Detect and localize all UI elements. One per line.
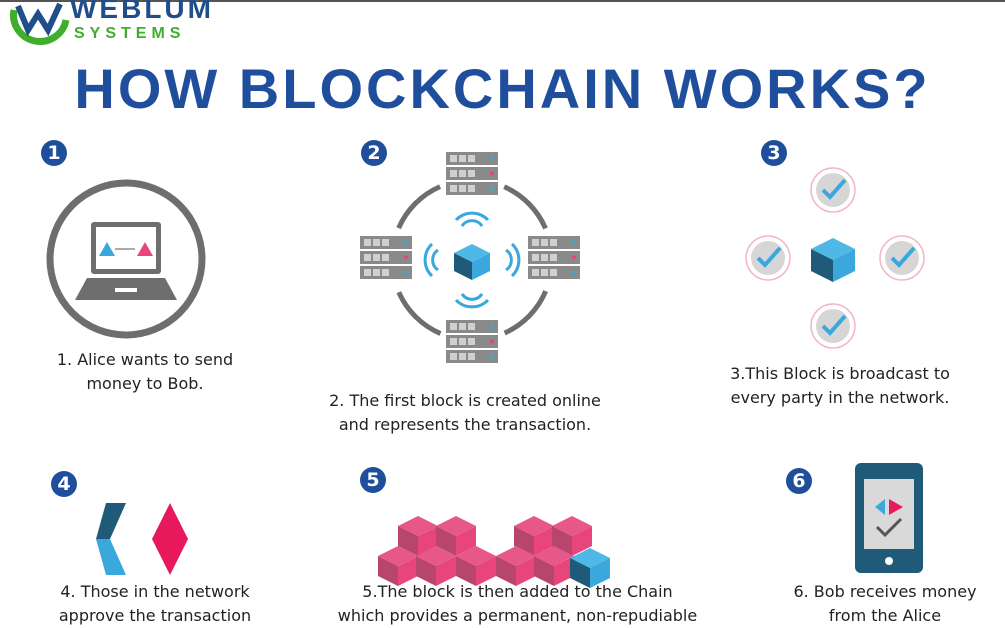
check-circle-icon [745, 235, 791, 281]
step-number-6: 6 [786, 468, 812, 494]
broadcast-check-icon [745, 167, 925, 349]
phone-icon [855, 463, 923, 573]
chain-block-icon [552, 516, 592, 556]
server-icon [446, 152, 498, 195]
caption-line: 6. Bob receives money [793, 582, 977, 601]
step-number-4: 4 [51, 471, 77, 497]
block-cube-icon [454, 244, 490, 280]
step-number-3: 3 [761, 140, 787, 166]
check-circle-icon [879, 235, 925, 281]
chain-block-icon [496, 546, 536, 586]
chain-block-icon [456, 546, 496, 586]
step-3-caption: 3.This Block is broadcast to every party… [690, 362, 990, 410]
caption-line: approve the transaction [58, 606, 252, 625]
caption-line: every party in the network. [730, 388, 950, 407]
block-cube-icon [811, 238, 855, 282]
server-icon [446, 320, 498, 363]
server-icon [360, 236, 412, 279]
logo-text-systems: SYSTEMS [74, 25, 186, 42]
top-border [0, 0, 1005, 2]
caption-line: 1. Alice wants to send [56, 350, 234, 369]
step-number-2: 2 [361, 140, 387, 166]
step-number-5: 5 [360, 467, 386, 493]
logo-text-weblum: WEBLUM [70, 0, 214, 24]
caption-line: 5.The block is then added to the Chain [362, 582, 673, 601]
page-title: HOW BLOCKCHAIN WORKS? [74, 57, 931, 120]
step-5-caption: 5.The block is then added to the Chain w… [300, 580, 735, 628]
weblum-logo-icon [10, 2, 70, 45]
step-1-caption: 1. Alice wants to send money to Bob. [10, 348, 280, 396]
caption-line: from the Alice [828, 606, 942, 625]
step-4-caption: 4. Those in the network approve the tran… [15, 580, 295, 628]
caption-line: which provides a permanent, non-repudiab… [337, 606, 698, 625]
server-icon [528, 236, 580, 279]
caption-line: 2. The first block is created online [329, 391, 601, 410]
laptop-icon [46, 179, 206, 339]
caption-line: money to Bob. [86, 374, 204, 393]
chain-block-icon [398, 516, 438, 556]
approve-icon [96, 503, 188, 575]
chain-block-icon [534, 546, 574, 586]
chain-blocks-icon [378, 516, 610, 588]
caption-line: and represents the transaction. [338, 415, 592, 434]
step-number-1: 1 [41, 140, 67, 166]
caption-line: 4. Those in the network [60, 582, 250, 601]
new-block-icon [570, 548, 610, 588]
step-2-caption: 2. The first block is created online and… [285, 389, 645, 437]
check-circle-icon [810, 167, 856, 213]
chain-block-icon [378, 546, 418, 586]
server-network-icon [360, 152, 580, 363]
caption-line: 3.This Block is broadcast to [730, 364, 950, 383]
chain-block-icon [416, 546, 456, 586]
step-6-caption: 6. Bob receives money from the Alice [765, 580, 1005, 628]
check-circle-icon [810, 303, 856, 349]
